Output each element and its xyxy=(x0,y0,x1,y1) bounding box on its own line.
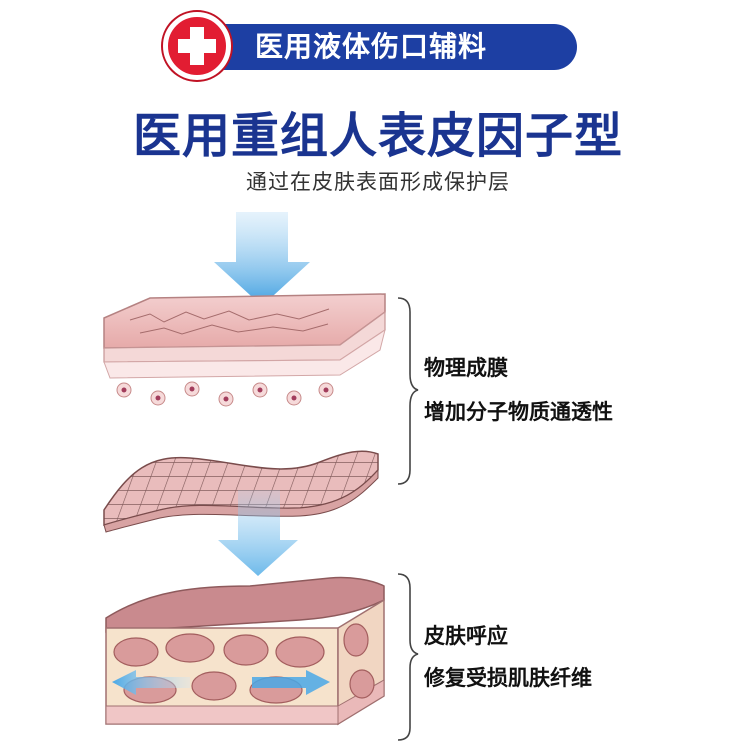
badge-pill xyxy=(215,24,577,70)
skin-cube xyxy=(105,576,385,726)
page-subtitle: 通过在皮肤表面形成保护层 xyxy=(246,170,510,194)
bottom-bracket xyxy=(397,573,419,741)
red-cross-icon xyxy=(163,12,231,80)
cell-dots xyxy=(116,381,334,407)
page-title: 医用重组人表皮因子型 xyxy=(132,108,623,164)
product-badge: 医用液体伤口辅料 xyxy=(163,12,579,80)
middle-arrow-icon xyxy=(218,490,298,576)
annotation-bottom-line2: 修复受损肌肤纤维 xyxy=(424,666,592,690)
badge-label: 医用液体伤口辅料 xyxy=(255,30,488,63)
annotation-bottom-line1: 皮肤呼应 xyxy=(424,624,508,648)
top-arrow-icon xyxy=(214,212,310,306)
mesh-layer xyxy=(103,450,379,533)
top-skin-layer xyxy=(103,293,386,379)
top-bracket xyxy=(397,297,419,485)
annotation-top-line1: 物理成膜 xyxy=(424,356,508,380)
annotation-top-line2: 增加分子物质通透性 xyxy=(424,400,613,424)
